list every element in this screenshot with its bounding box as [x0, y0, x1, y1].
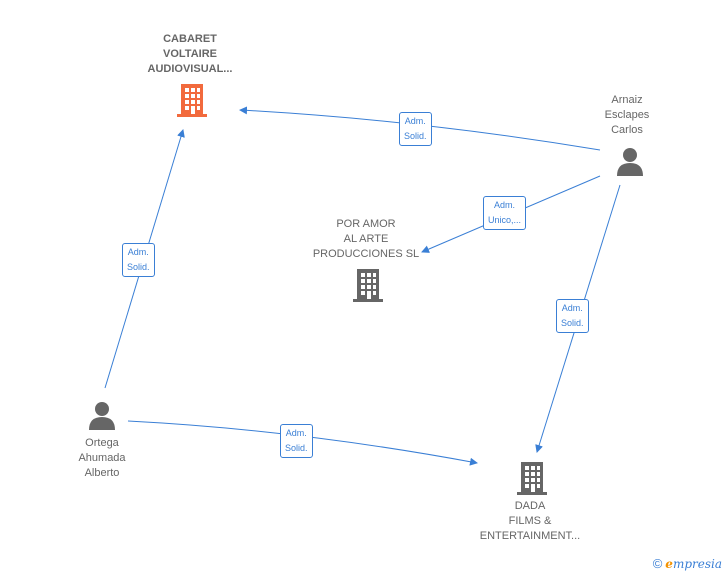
- person-icon[interactable]: [87, 400, 117, 432]
- brand-logo-text: mpresia: [672, 557, 722, 571]
- edge-label-ortega-cabaret[interactable]: Adm. Solid.: [122, 243, 155, 277]
- brand-logo-e: e: [665, 557, 673, 571]
- node-label-cabaret[interactable]: CABARET VOLTAIRE AUDIOVISUAL...: [147, 33, 233, 75]
- node-label-poramor[interactable]: POR AMOR AL ARTE PRODUCCIONES SL: [312, 218, 420, 260]
- edge-label-arnaiz-poramor[interactable]: Adm. Unico,...: [483, 196, 527, 230]
- person-icon[interactable]: [615, 146, 645, 178]
- node-label-arnaiz[interactable]: Arnaiz Esclapes Carlos: [604, 94, 650, 136]
- edge-label-arnaiz-dada[interactable]: Adm. Solid.: [556, 299, 589, 333]
- building-icon[interactable]: [351, 267, 385, 303]
- edge-label-ortega-dada[interactable]: Adm. Solid.: [280, 424, 313, 458]
- node-label-ortega[interactable]: Ortega Ahumada Alberto: [78, 437, 126, 479]
- building-icon[interactable]: [175, 82, 209, 118]
- copyright-icon: ©: [652, 556, 663, 571]
- node-label-dada[interactable]: DADA FILMS & ENTERTAINMENT...: [479, 500, 581, 542]
- edge-label-arnaiz-cabaret[interactable]: Adm. Solid.: [399, 112, 432, 146]
- empresia-brand[interactable]: ©empresia: [653, 556, 722, 571]
- building-icon[interactable]: [515, 460, 549, 496]
